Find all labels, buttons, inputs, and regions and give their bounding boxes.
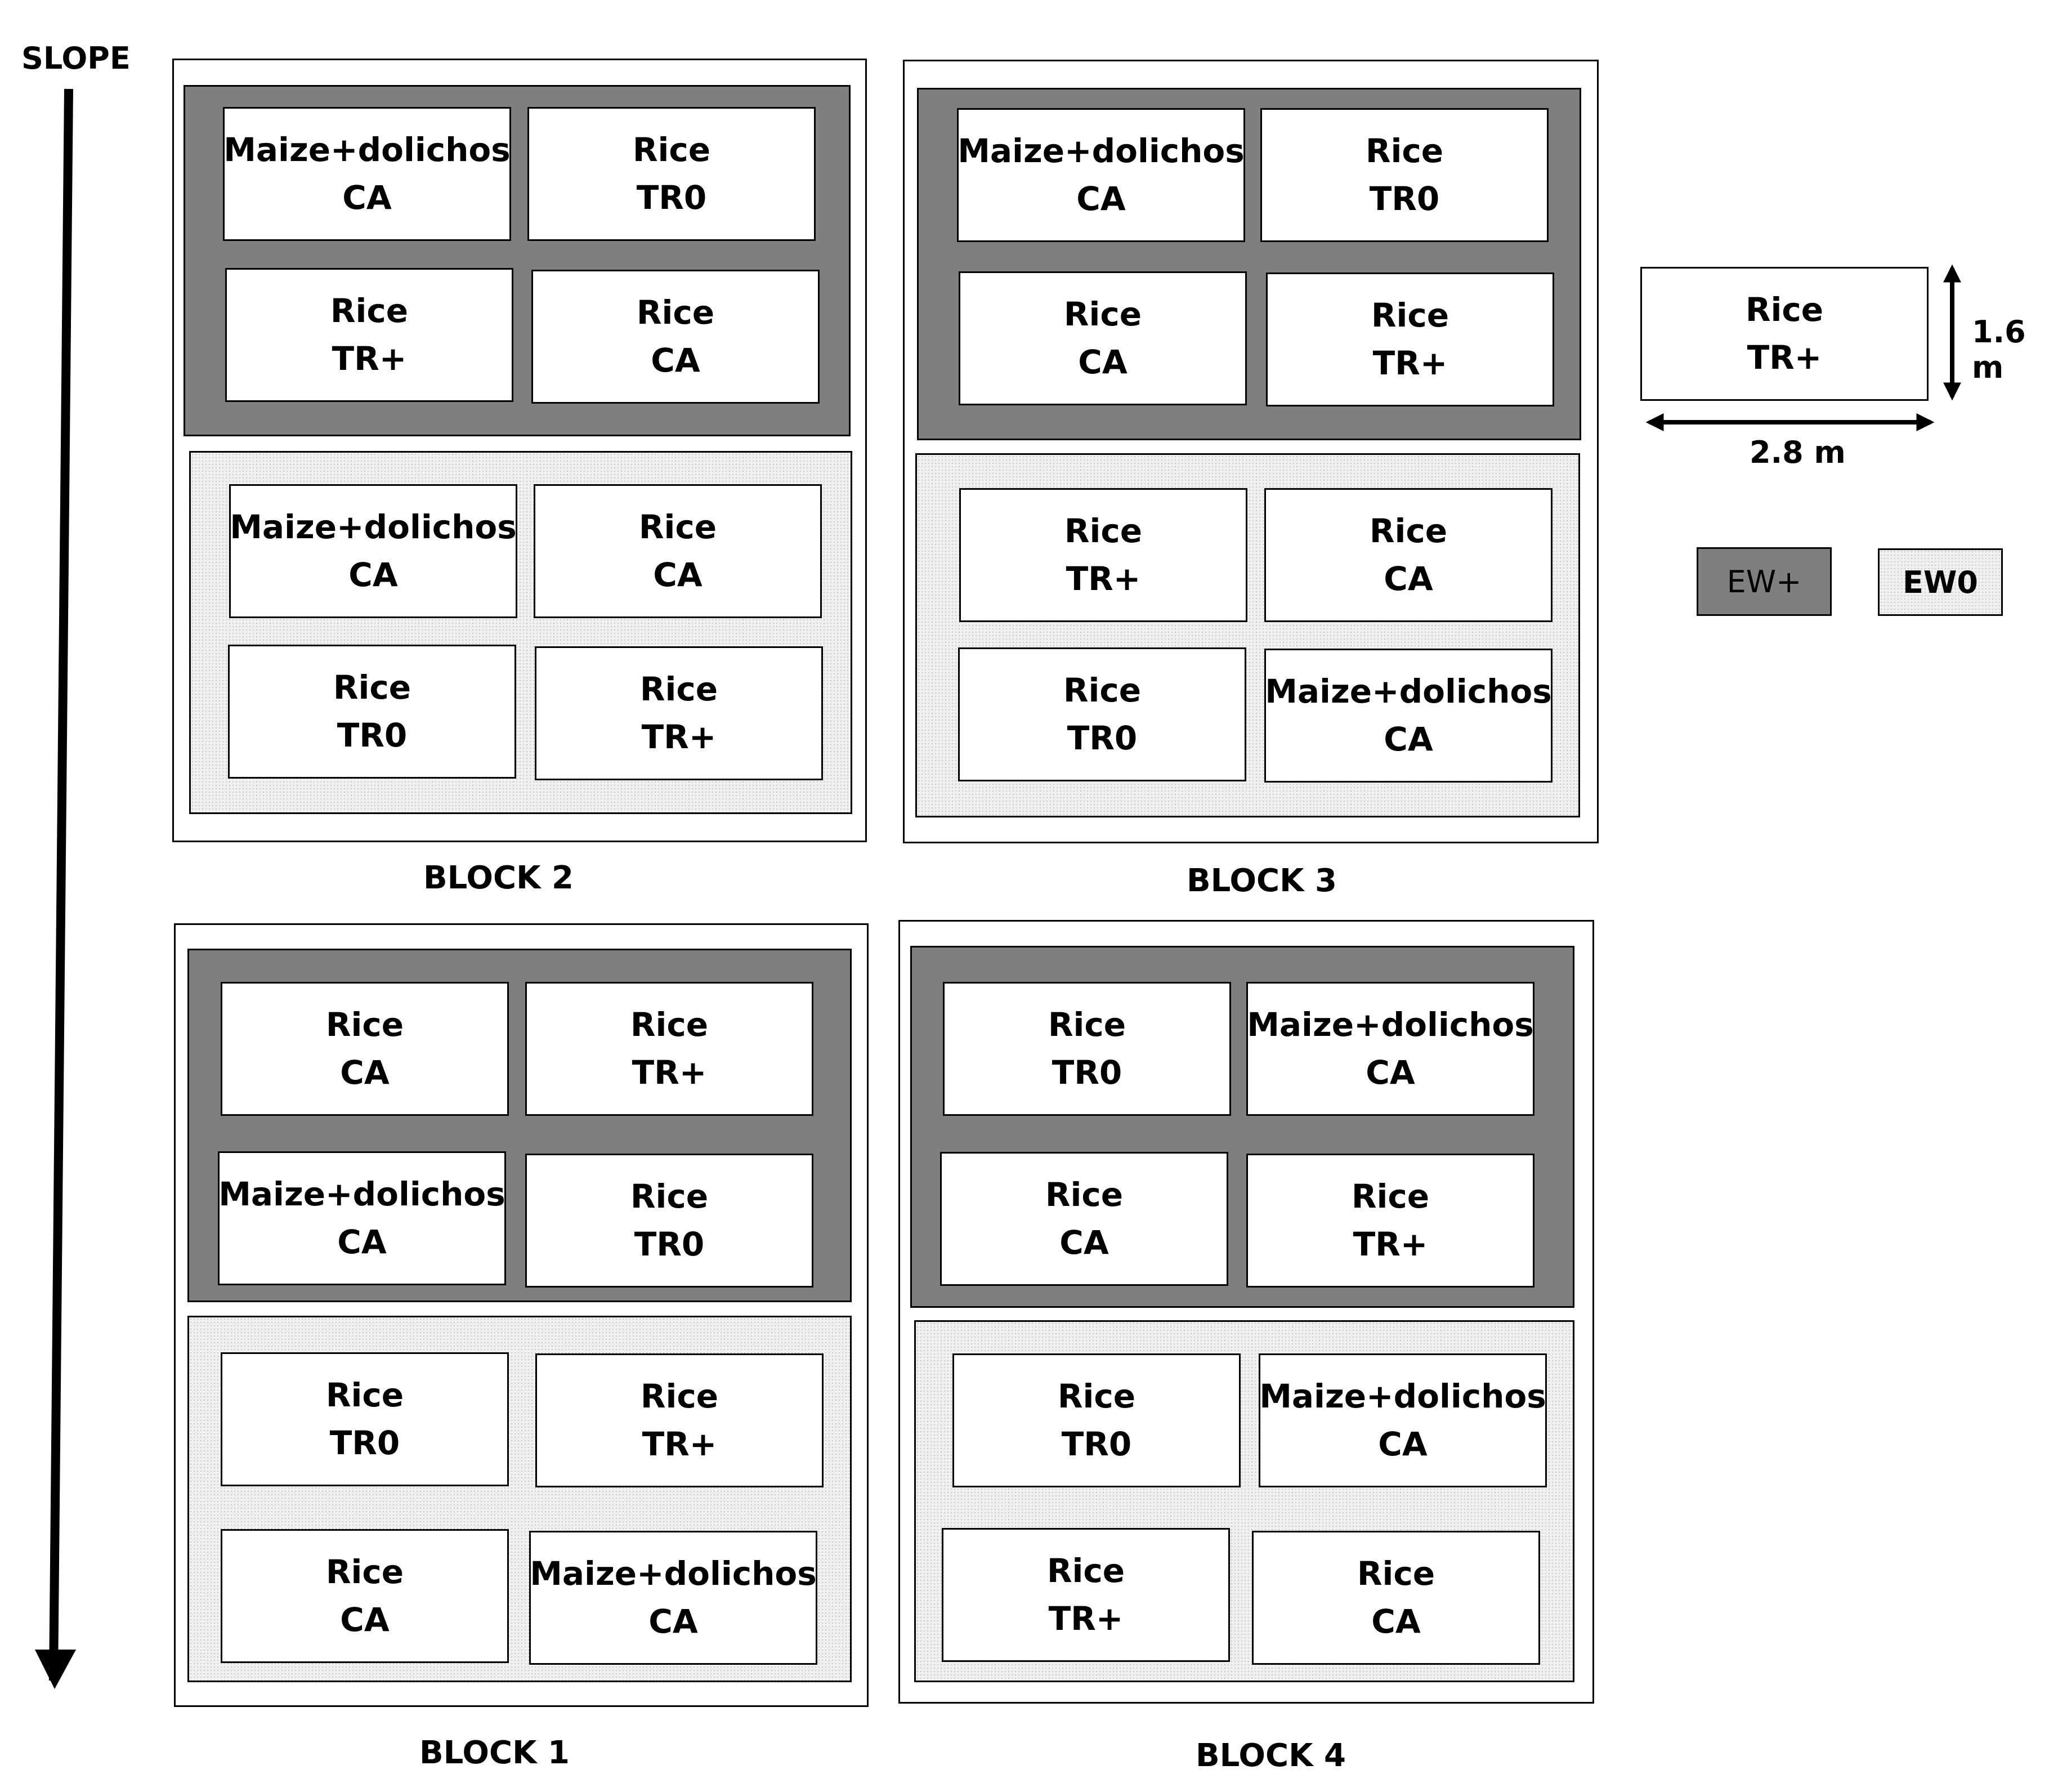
slope-arrow [49,88,73,1681]
slope-label: SLOPE [21,41,131,76]
legend-ew0: EW0 [1878,548,2003,616]
block-2-label: BLOCK 2 [423,860,574,896]
width-dimension-label: 2.8 m [1750,435,1846,470]
slope-arrow-head [35,1650,76,1689]
legend-ew-plus: EW+ [1697,547,1832,616]
block-3-label: BLOCK 3 [1187,863,1337,899]
block-4-label: BLOCK 4 [1196,1737,1346,1774]
block-1-label: BLOCK 1 [419,1735,570,1771]
height-dimension-label: 1.6 m [1972,314,2026,385]
